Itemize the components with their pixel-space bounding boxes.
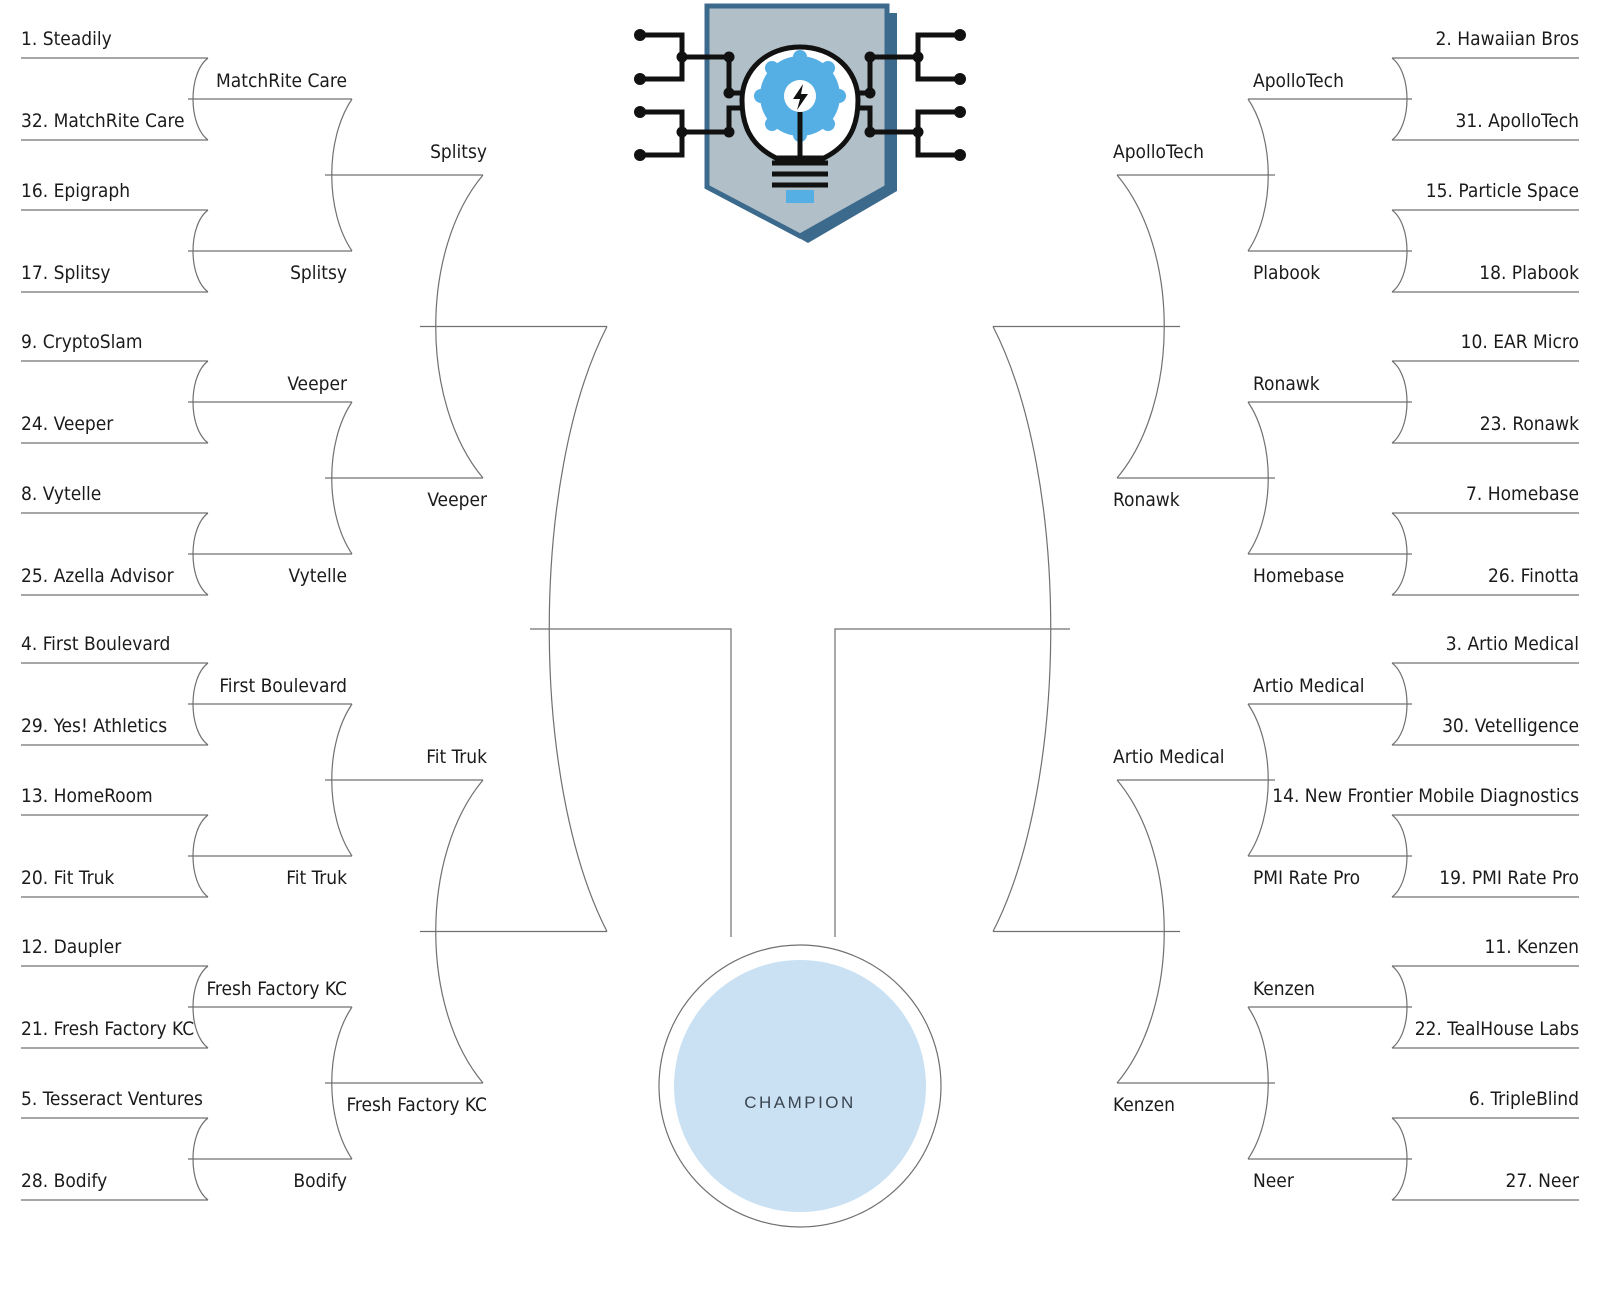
left-round1-team[interactable]: 17. Splitsy bbox=[21, 262, 111, 284]
left-round3-team[interactable]: Splitsy bbox=[430, 141, 487, 163]
left-round2-team[interactable]: Fresh Factory KC bbox=[206, 978, 347, 1000]
right-round1-team[interactable]: 30. Vetelligence bbox=[1442, 715, 1579, 737]
left-round1-team[interactable]: 1. Steadily bbox=[21, 28, 112, 50]
left-final-line bbox=[530, 628, 732, 937]
right-round1-team[interactable]: 27. Neer bbox=[1506, 1170, 1580, 1192]
left-round1-team[interactable]: 20. Fit Truk bbox=[21, 867, 114, 889]
right-round1-team[interactable]: 11. Kenzen bbox=[1484, 936, 1579, 958]
bracket-lines bbox=[21, 57, 1579, 1201]
left-round2-team[interactable]: Splitsy bbox=[290, 262, 347, 284]
left-round2-team[interactable]: Fit Truk bbox=[286, 867, 347, 889]
right-round1-team[interactable]: 19. PMI Rate Pro bbox=[1439, 867, 1579, 889]
right-round2-team[interactable]: Neer bbox=[1253, 1170, 1295, 1192]
left-round1-team[interactable]: 16. Epigraph bbox=[21, 180, 130, 202]
left-round1-team[interactable]: 21. Fresh Factory KC bbox=[21, 1018, 194, 1040]
right-round2-team[interactable]: PMI Rate Pro bbox=[1253, 867, 1360, 889]
left-round1-team[interactable]: 28. Bodify bbox=[21, 1170, 107, 1192]
lightning-icon bbox=[793, 84, 808, 110]
right-round2-team[interactable]: Plabook bbox=[1253, 262, 1320, 284]
right-round1-team[interactable]: 2. Hawaiian Bros bbox=[1436, 28, 1580, 50]
right-round1-team[interactable]: 18. Plabook bbox=[1479, 262, 1579, 284]
champion-label: CHAMPION bbox=[744, 1093, 856, 1112]
right-round2-team[interactable]: Kenzen bbox=[1253, 978, 1315, 1000]
left-round2-team[interactable]: MatchRite Care bbox=[216, 70, 347, 92]
champion-slot[interactable] bbox=[674, 960, 926, 1212]
left-round3-team[interactable]: Fit Truk bbox=[426, 746, 487, 768]
right-round2-team[interactable]: Ronawk bbox=[1253, 373, 1320, 395]
left-round1-team[interactable]: 13. HomeRoom bbox=[21, 785, 153, 807]
right-round1-team[interactable]: 26. Finotta bbox=[1488, 565, 1579, 587]
left-round3-team[interactable]: Fresh Factory KC bbox=[346, 1094, 487, 1116]
left-round1-team[interactable]: 32. MatchRite Care bbox=[21, 110, 185, 132]
lightbulb-circuit-shield-icon bbox=[634, 3, 966, 243]
right-round2-team[interactable]: Homebase bbox=[1253, 565, 1344, 587]
left-round1-team[interactable]: 24. Veeper bbox=[21, 413, 114, 435]
left-round1-team[interactable]: 5. Tesseract Ventures bbox=[21, 1088, 203, 1110]
left-round3-team[interactable]: Veeper bbox=[427, 489, 488, 511]
right-final-line bbox=[834, 628, 1070, 937]
left-round1-team[interactable]: 4. First Boulevard bbox=[21, 633, 170, 655]
right-round3-team[interactable]: Kenzen bbox=[1113, 1094, 1175, 1116]
bracket-labels: 1. Steadily 32. MatchRite Care 16. Epigrap… bbox=[21, 28, 1580, 1192]
right-round1-team[interactable]: 10. EAR Micro bbox=[1461, 331, 1579, 353]
left-round2-team[interactable]: Bodify bbox=[293, 1170, 347, 1192]
left-round1-team[interactable]: 25. Azella Advisor bbox=[21, 565, 175, 587]
right-round1-team[interactable]: 31. ApolloTech bbox=[1455, 110, 1579, 132]
right-round3-team[interactable]: Ronawk bbox=[1113, 489, 1180, 511]
right-round1-team[interactable]: 6. TripleBlind bbox=[1469, 1088, 1579, 1110]
right-round1-team[interactable]: 15. Particle Space bbox=[1426, 180, 1579, 202]
left-round2-team[interactable]: Veeper bbox=[287, 373, 348, 395]
right-round2-team[interactable]: Artio Medical bbox=[1253, 675, 1365, 697]
right-round3-team[interactable]: ApolloTech bbox=[1113, 141, 1204, 163]
right-round1-team[interactable]: 14. New Frontier Mobile Diagnostics bbox=[1272, 785, 1579, 807]
left-round1-team[interactable]: 8. Vytelle bbox=[21, 483, 101, 505]
right-round2-team[interactable]: ApolloTech bbox=[1253, 70, 1344, 92]
right-round1-team[interactable]: 3. Artio Medical bbox=[1446, 633, 1579, 655]
right-round1-team[interactable]: 23. Ronawk bbox=[1480, 413, 1579, 435]
left-round2-team[interactable]: First Boulevard bbox=[219, 675, 347, 697]
left-round1-team[interactable]: 29. Yes! Athletics bbox=[21, 715, 167, 737]
right-round3-team[interactable]: Artio Medical bbox=[1113, 746, 1225, 768]
right-round1-team[interactable]: 7. Homebase bbox=[1466, 483, 1579, 505]
right-round1-team[interactable]: 22. TealHouse Labs bbox=[1415, 1018, 1579, 1040]
left-round1-team[interactable]: 12. Daupler bbox=[21, 936, 122, 958]
left-round1-team[interactable]: 9. CryptoSlam bbox=[21, 331, 143, 353]
left-round2-team[interactable]: Vytelle bbox=[288, 565, 347, 587]
